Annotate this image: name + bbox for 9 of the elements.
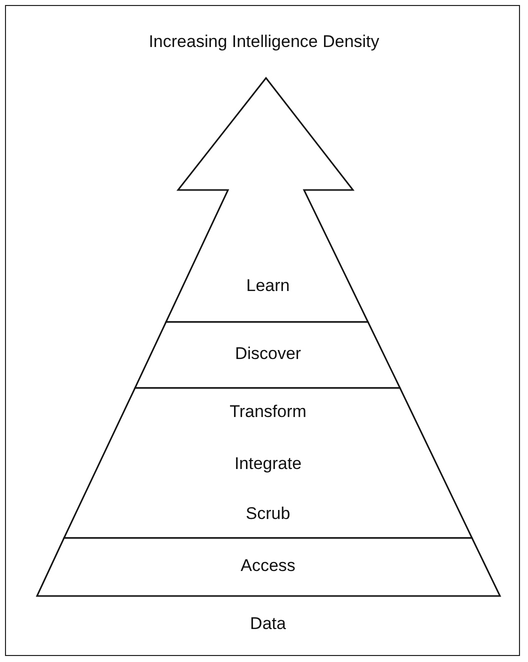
pyramid-band — [37, 538, 500, 596]
band-label: Transform — [230, 402, 306, 422]
band-label: Scrub — [246, 504, 290, 524]
band-label: Access — [240, 556, 296, 576]
band-label: Learn — [246, 276, 290, 296]
band-label: Integrate — [234, 454, 302, 474]
band-label: Discover — [234, 344, 302, 364]
base-label: Data — [250, 614, 286, 634]
title: Increasing Intelligence Density — [148, 32, 380, 52]
